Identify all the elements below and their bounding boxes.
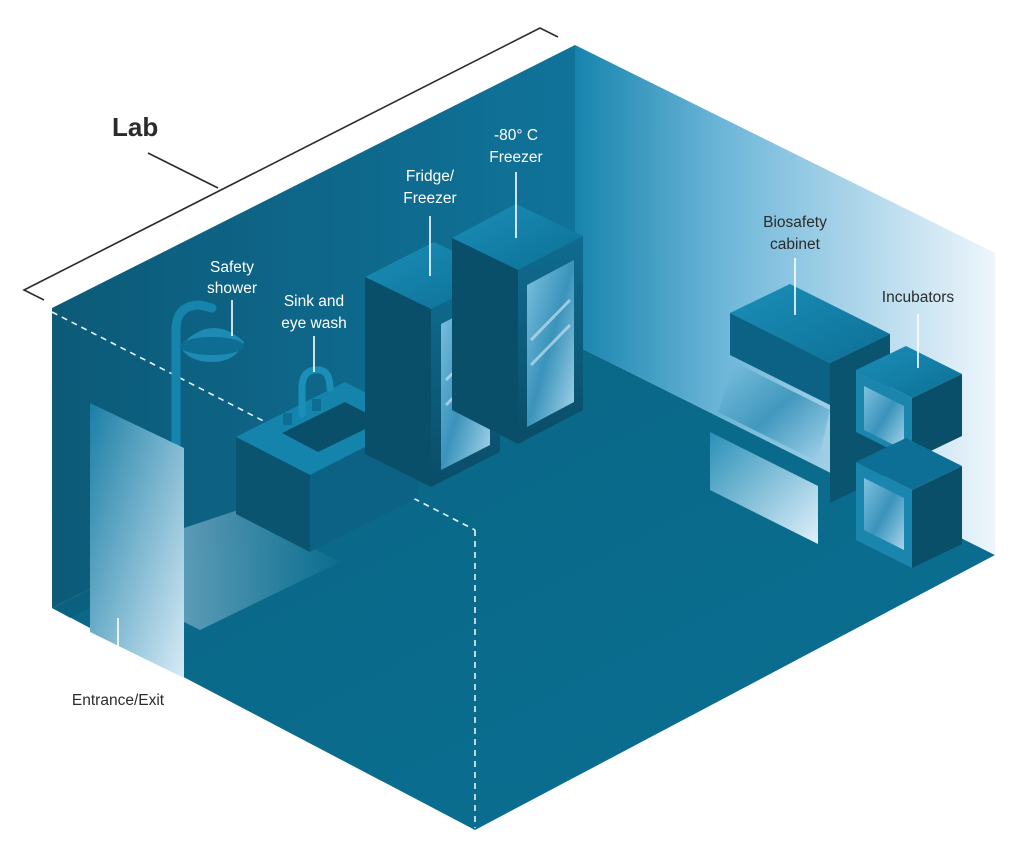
- labels: Safety shower Sink and eye wash Fridge/ …: [72, 127, 955, 709]
- minus80-freezer: [452, 204, 583, 444]
- label-safety-shower-2: shower: [207, 280, 257, 297]
- label-safety-shower-1: Safety: [210, 259, 254, 276]
- label-minus80-1: -80° C: [494, 127, 538, 144]
- label-entrance-exit: Entrance/Exit: [72, 692, 165, 709]
- label-fridge-1: Fridge/: [406, 168, 455, 185]
- entrance-door: [90, 403, 340, 678]
- label-minus80-2: Freezer: [489, 149, 542, 166]
- lab-bracket: Lab: [22, 27, 559, 301]
- label-sink-1: Sink and: [284, 293, 344, 310]
- cabinet-sash: [718, 362, 830, 462]
- label-sink-2: eye wash: [281, 315, 346, 332]
- label-fridge-2: Freezer: [403, 190, 456, 207]
- cabinet-base: [710, 432, 818, 544]
- label-biosafety-2: cabinet: [770, 236, 821, 253]
- incubators: [856, 346, 962, 568]
- diagram-title: Lab: [112, 112, 158, 142]
- label-incubators: Incubators: [882, 289, 955, 306]
- door-mat: [184, 510, 340, 630]
- leader-lines: [117, 172, 919, 686]
- label-biosafety-1: Biosafety: [763, 214, 827, 231]
- safety-shower: [171, 300, 244, 450]
